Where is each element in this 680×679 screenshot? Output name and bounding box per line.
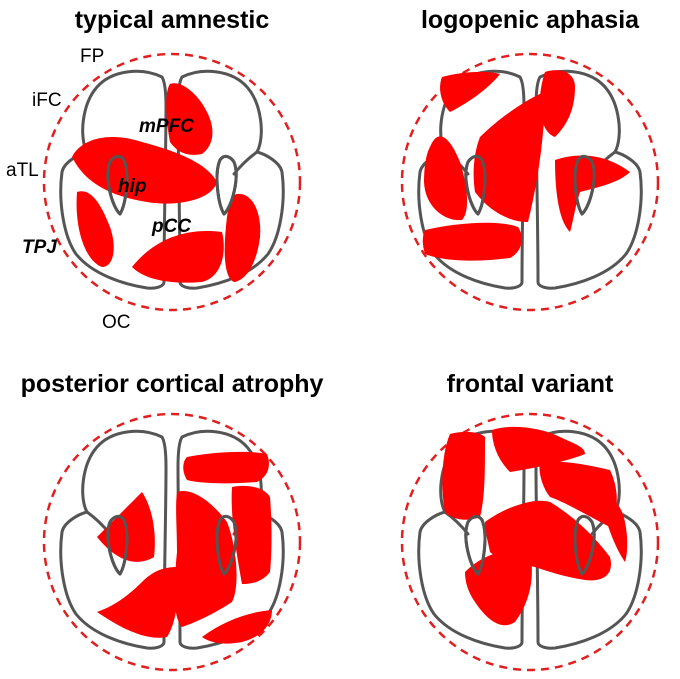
atrophy-region <box>422 222 522 261</box>
atrophy-region <box>539 461 617 527</box>
panel-title: typical amnestic <box>75 6 270 34</box>
label-mpfc: mPFC <box>139 116 194 137</box>
label-pcc: pCC <box>151 216 191 237</box>
atrophy-region <box>473 92 545 222</box>
atrophy-region <box>224 193 261 282</box>
atrophy-region <box>132 231 224 283</box>
dashed-ring <box>42 52 302 312</box>
panel-frontal-variant: frontal variant <box>400 370 660 672</box>
atrophy-region <box>183 451 269 484</box>
panel-title: logopenic aphasia <box>421 6 640 34</box>
label-oc: OC <box>102 312 131 333</box>
label-fp: FP <box>80 46 104 67</box>
atrophy-region <box>442 431 485 520</box>
atrophy-region <box>76 191 114 267</box>
panel-title: posterior cortical atrophy <box>21 370 324 398</box>
atrophy-region <box>174 491 237 627</box>
atrophy-region <box>440 71 500 112</box>
dashed-ring <box>400 412 660 672</box>
dashed-ring <box>400 52 660 312</box>
panel-posterior-cortical-atrophy: posterior cortical atrophy <box>21 370 324 672</box>
atrophy-region <box>492 426 585 472</box>
atrophy-region <box>539 70 575 137</box>
label-atl: aTL <box>6 160 39 181</box>
atrophy-region <box>424 136 468 221</box>
dashed-ring <box>42 412 302 672</box>
atrophy-region <box>166 83 213 155</box>
atrophy-region <box>97 567 179 638</box>
atrophy-region <box>231 485 272 584</box>
atrophy-region <box>600 497 628 562</box>
label-ifc: iFC <box>32 90 62 111</box>
panel-typical-amnestic: typical amnestic FP iFC aTL TPJ OC mPFC … <box>6 6 302 333</box>
atrophy-region <box>202 610 272 644</box>
label-tpj: TPJ <box>22 237 57 258</box>
panel-title: frontal variant <box>447 370 614 398</box>
label-hip: hip <box>118 176 147 197</box>
panel-logopenic-aphasia: logopenic aphasia <box>400 6 660 312</box>
